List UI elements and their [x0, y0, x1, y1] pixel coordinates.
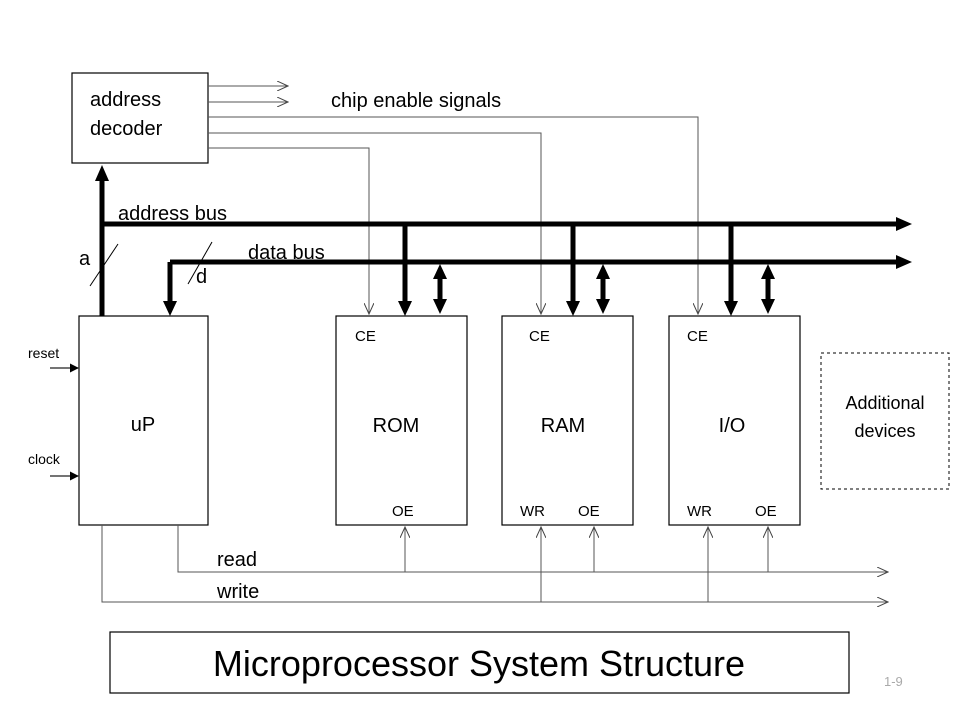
rom-ce-label: CE [355, 328, 376, 345]
ram-label: RAM [541, 415, 585, 437]
ram-address-arrow [566, 301, 580, 316]
title-box [109, 631, 850, 694]
ram-ce-label: CE [529, 328, 550, 345]
ram-data-arrow-up [596, 264, 610, 279]
decoder-input-arrow [95, 165, 109, 181]
chip-enable-ram-line [208, 132, 541, 314]
address-bus-arrow [896, 217, 912, 231]
additional-devices-box [820, 352, 950, 490]
ram-oe-label: OE [578, 503, 600, 520]
rom-data-arrow-down [433, 299, 447, 314]
decoder-label-line2: decoder [90, 118, 163, 140]
data-bus-to-up-arrow [163, 301, 177, 316]
page-title: Microprocessor System Structure [213, 643, 745, 684]
microprocessor-label: uP [131, 414, 155, 436]
decoder-label-line1: address [90, 89, 161, 111]
io-box [668, 315, 801, 526]
data-bus-width-slash [187, 241, 213, 285]
chip-enable-label: chip enable signals [331, 90, 501, 112]
rom-label: ROM [373, 415, 420, 437]
io-data-arrow-up [761, 264, 775, 279]
address-decoder-box [71, 72, 209, 164]
additional-devices-line2: devices [854, 421, 915, 441]
io-address-arrow [724, 301, 738, 316]
write-label: write [216, 581, 259, 603]
rom-box [335, 315, 468, 526]
address-bus-width-slash [89, 243, 119, 287]
io-label: I/O [719, 415, 746, 437]
additional-devices-line1: Additional [845, 393, 924, 413]
rom-address-arrow [398, 301, 412, 316]
ram-data-arrow-down [596, 299, 610, 314]
rom-oe-label: OE [392, 503, 414, 520]
microprocessor-box [78, 315, 209, 526]
ram-wr-label: WR [520, 503, 545, 520]
read-line [177, 525, 888, 572]
io-ce-label: CE [687, 328, 708, 345]
data-bus-arrow [896, 255, 912, 269]
data-bus-label: data bus [248, 242, 325, 264]
chip-enable-rom-line [208, 147, 369, 314]
address-bus-label: address bus [118, 203, 227, 225]
reset-label: reset [28, 345, 59, 361]
page-number: 1-9 [884, 674, 903, 689]
io-wr-label: WR [687, 503, 712, 520]
read-label: read [217, 549, 257, 571]
ram-box [501, 315, 634, 526]
clock-label: clock [28, 451, 61, 467]
rom-data-arrow-up [433, 264, 447, 279]
write-line [101, 525, 888, 602]
address-width-label: a [79, 248, 91, 270]
io-oe-label: OE [755, 503, 777, 520]
chip-enable-io-line [208, 116, 698, 314]
io-data-arrow-down [761, 299, 775, 314]
data-width-label: d [196, 266, 207, 288]
